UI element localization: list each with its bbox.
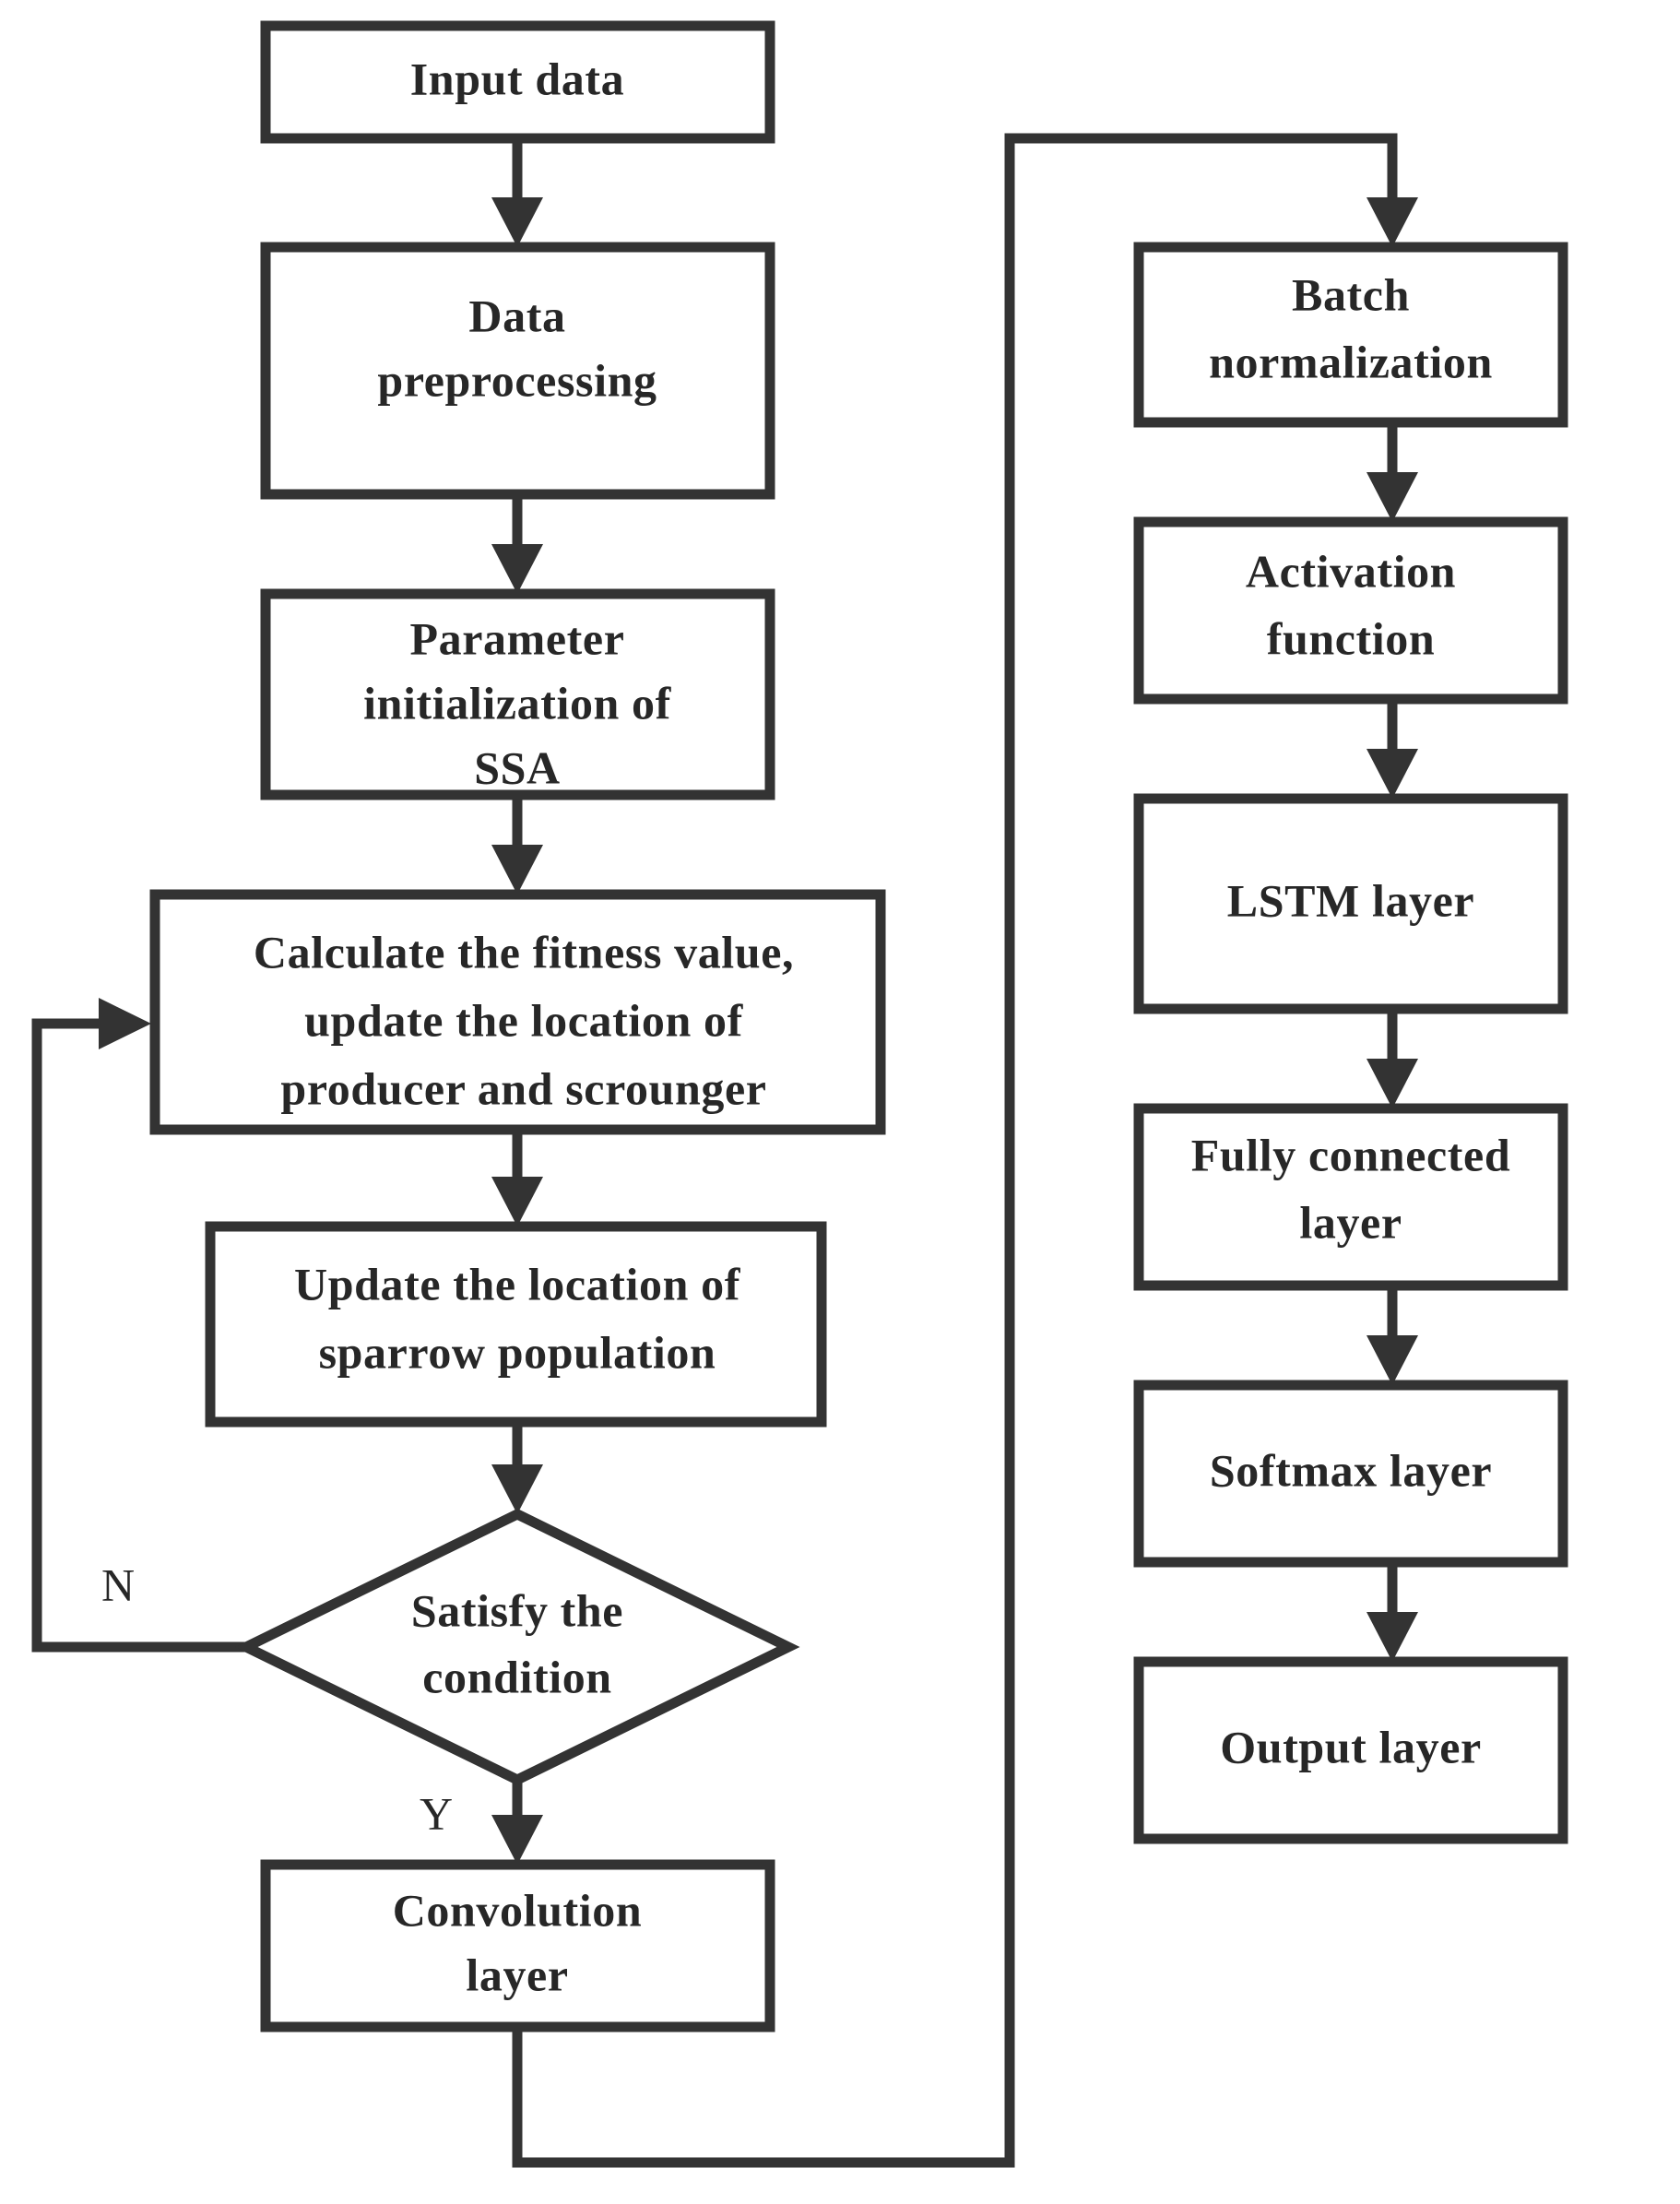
node-batch-normalization-line-2: normalization [1209,336,1493,387]
node-update-location[interactable]: Update the location of sparrow populatio… [205,1221,827,1428]
node-convolution-layer-line-1: Convolution [393,1884,643,1936]
edge-convolution-to-batch-normalization [512,133,1418,2168]
node-fully-connected-line-2: layer [1299,1196,1402,1248]
node-data-preprocessing-line-2: preprocessing [377,354,657,406]
node-output-layer[interactable]: Output layer [1133,1656,1568,1844]
node-input-data-line-1: Input data [410,53,625,104]
node-batch-normalization[interactable]: Batch normalization [1133,242,1568,428]
node-update-location-line-2: sparrow population [319,1326,716,1378]
edge-calculate-fitness-to-update-location [491,1130,543,1226]
branch-label-no: N [101,1558,135,1610]
node-activation-function-line-1: Activation [1246,545,1456,597]
node-softmax-layer[interactable]: Softmax layer [1133,1380,1568,1568]
edge-batch-normalization-to-activation [1366,422,1418,522]
node-parameter-init-line-3: SSA [474,741,561,793]
node-lstm-layer[interactable]: LSTM layer [1133,793,1568,1014]
node-input-data[interactable]: Input data [260,20,775,144]
edge-lstm-to-fully-connected [1366,1009,1418,1108]
edge-satisfy-condition-no-feedback [31,998,251,1653]
edge-activation-to-lstm [1366,699,1418,799]
node-output-layer-line-1: Output layer [1220,1721,1482,1772]
node-calculate-fitness-line-2: update the location of [304,994,743,1046]
node-fully-connected[interactable]: Fully connected layer [1133,1103,1568,1291]
node-satisfy-condition-line-2: condition [422,1651,611,1702]
node-convolution-layer[interactable]: Convolution layer [260,1859,775,2032]
node-satisfy-condition-line-1: Satisfy the [411,1584,623,1636]
node-convolution-layer-line-2: layer [466,1949,568,2000]
edge-parameter-init-to-calculate-fitness [491,795,543,895]
branch-label-yes: Y [420,1787,453,1839]
node-parameter-init[interactable]: Parameter initialization of SSA [260,588,775,800]
node-lstm-layer-line-1: LSTM layer [1227,874,1474,926]
node-data-preprocessing-line-1: Data [468,290,565,341]
node-calculate-fitness-line-3: producer and scrounger [280,1062,766,1114]
edge-input-data-to-data-preprocessing [491,138,543,247]
node-update-location-line-1: Update the location of [294,1258,741,1309]
node-batch-normalization-line-1: Batch [1292,268,1410,320]
node-fully-connected-line-1: Fully connected [1191,1129,1510,1180]
node-parameter-init-line-1: Parameter [409,612,624,664]
node-parameter-init-line-2: initialization of [363,677,672,729]
edge-softmax-to-output [1366,1562,1418,1662]
node-activation-function[interactable]: Activation function [1133,516,1568,705]
node-softmax-layer-line-1: Softmax layer [1210,1444,1492,1496]
node-data-preprocessing[interactable]: Data preprocessing [260,242,775,500]
edge-fully-connected-to-softmax [1366,1286,1418,1385]
edge-data-preprocessing-to-parameter-init [491,494,543,594]
node-calculate-fitness-line-1: Calculate the fitness value, [254,926,794,978]
edge-satisfy-condition-yes-to-convolution [491,1780,543,1865]
node-satisfy-condition[interactable]: Satisfy the condition [234,1508,800,1786]
edge-update-location-to-satisfy-condition [491,1422,543,1514]
node-activation-function-line-2: function [1267,612,1436,664]
node-calculate-fitness[interactable]: Calculate the fitness value, update the … [149,889,886,1135]
